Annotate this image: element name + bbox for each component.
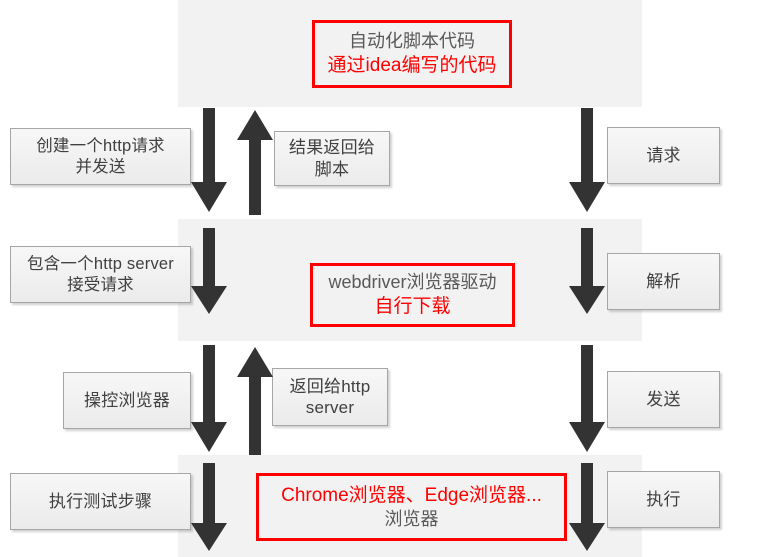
annotation-browser: Chrome浏览器、Edge浏览器... 浏览器 [256,473,567,541]
up-arrow-left-2 [234,345,276,455]
down-arrow-right-2 [566,228,608,316]
box-execute-test-steps-line1: 执行测试步骤 [48,491,153,511]
box-create-http-request: 创建一个http请求 并发送 [10,128,191,185]
annotation-webdriver: webdriver浏览器驱动 自行下载 [310,263,515,327]
box-return-to-http-server-line2: server [305,398,355,417]
box-parse-label: 解析 [646,271,681,291]
box-result-return-to-script-line1: 结果返回给 [289,138,375,158]
box-send: 发送 [607,371,720,428]
box-return-to-http-server: 返回给http server [272,368,388,426]
box-return-to-http-server-line1: 返回给http [289,376,371,396]
box-result-return-to-script: 结果返回给 脚本 [274,131,390,186]
box-execute: 执行 [607,471,720,528]
box-parse: 解析 [607,253,720,310]
box-contains-http-server: 包含一个http server 接受请求 [10,246,191,303]
box-execute-label: 执行 [646,489,681,509]
box-execute-test-steps: 执行测试步骤 [10,473,191,530]
box-request: 请求 [607,127,720,184]
box-send-label: 发送 [646,389,681,409]
box-create-http-request-line2: 并发送 [75,157,126,176]
box-request-label: 请求 [646,145,681,165]
down-arrow-left-4 [188,463,230,553]
annotation-webdriver-note: 自行下载 [374,296,451,318]
up-arrow-left-1 [234,108,276,215]
annotation-webdriver-title: webdriver浏览器驱动 [328,271,497,292]
annotation-script-code: 自动化脚本代码 通过idea编写的代码 [312,20,512,88]
band-script [178,0,642,107]
box-contains-http-server-line1: 包含一个http server [27,254,174,273]
down-arrow-left-1 [188,108,230,215]
annotation-browser-title: 浏览器 [384,508,439,529]
band-webdriver [178,219,642,341]
annotation-script-code-title: 自动化脚本代码 [349,30,475,51]
down-arrow-right-4 [566,463,608,553]
annotation-script-code-note: 通过idea编写的代码 [327,55,497,77]
box-control-browser: 操控浏览器 [63,372,191,429]
annotation-browser-note: Chrome浏览器、Edge浏览器... [281,484,542,506]
down-arrow-left-2 [188,228,230,316]
box-contains-http-server-line2: 接受请求 [67,275,134,294]
box-create-http-request-line1: 创建一个http请求 [36,136,165,155]
box-result-return-to-script-line2: 脚本 [314,159,350,179]
down-arrow-left-3 [188,345,230,455]
box-control-browser-line1: 操控浏览器 [84,390,170,410]
down-arrow-right-3 [566,345,608,455]
down-arrow-right-1 [566,108,608,215]
